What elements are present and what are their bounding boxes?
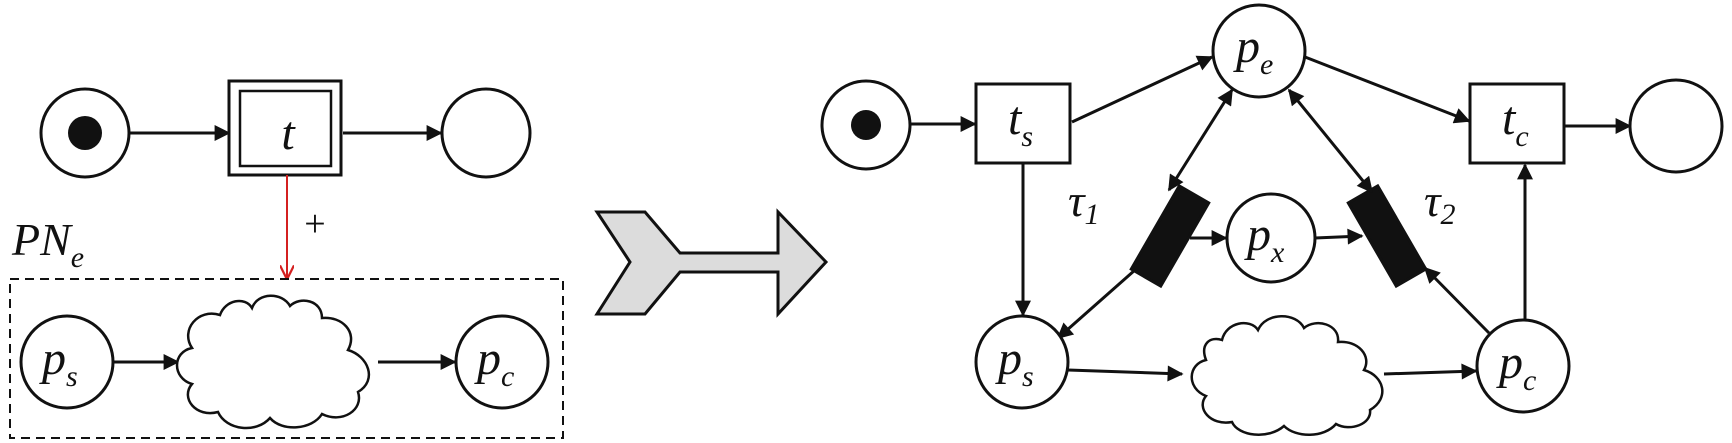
tau2-sub: 2 <box>1440 198 1455 231</box>
transform-chevron-icon <box>594 208 829 318</box>
tc-label: tc <box>1502 92 1529 153</box>
arc-pe-tau2 <box>1287 88 1374 194</box>
px-label: px <box>1244 208 1285 269</box>
arc-px-to-tau2 <box>1314 228 1364 245</box>
transition-t-inner <box>238 89 333 168</box>
left-pc-main: p <box>474 332 501 385</box>
arc-ts-to-pe <box>1071 55 1214 124</box>
right-ps-label: ps <box>995 332 1034 393</box>
ts-label: ts <box>1008 92 1033 153</box>
arc-pe-tau1 <box>1167 88 1234 192</box>
right-ps-sub: s <box>1022 360 1034 393</box>
transition-tau2 <box>1346 183 1428 289</box>
token-icon <box>851 110 881 140</box>
right-ps-main: p <box>995 332 1022 385</box>
left-ps-label: ps <box>39 332 78 393</box>
px-main: p <box>1244 208 1271 261</box>
tau2-main: τ <box>1424 175 1442 226</box>
arc-ps-to-cloud-right <box>1067 365 1184 382</box>
ts-sub: s <box>1021 120 1033 153</box>
arc-pe-to-tc <box>1304 55 1471 124</box>
tc-sub: c <box>1515 120 1528 153</box>
tc-main: t <box>1502 92 1517 145</box>
transition-t-outer <box>227 79 343 177</box>
net-label-main: PN <box>11 214 73 265</box>
tau1-main: τ <box>1068 175 1086 226</box>
right-cloud-icon <box>1190 315 1384 436</box>
right-pc-label: pc <box>1496 336 1536 397</box>
left-pc-sub: c <box>501 360 514 393</box>
subnet-boundary <box>9 278 564 439</box>
pe-sub: e <box>1260 48 1273 81</box>
right-pc-main: p <box>1496 336 1523 389</box>
transition-tc <box>1468 82 1566 165</box>
net-label-sub: e <box>71 241 84 274</box>
arc-tau1-to-ps <box>1056 268 1136 340</box>
transition-t-label: t <box>281 107 296 160</box>
right-end-place <box>1628 78 1724 174</box>
right-place-pe <box>1211 3 1307 99</box>
net-label-pne: PNe <box>11 214 84 274</box>
right-pc-sub: c <box>1523 364 1536 397</box>
pe-label: pe <box>1233 20 1273 81</box>
left-ps-main: p <box>39 332 66 385</box>
right-net <box>820 3 1724 436</box>
tau1-label: τ1 <box>1068 175 1099 231</box>
token-icon <box>68 116 102 150</box>
left-ps-sub: s <box>66 360 78 393</box>
plus-label: + <box>304 203 325 245</box>
ts-main: t <box>1008 92 1023 145</box>
transition-tau1 <box>1129 183 1211 289</box>
arc-cloud-to-pc-right <box>1383 363 1478 380</box>
right-place-ps <box>974 314 1070 410</box>
pe-main: p <box>1233 20 1260 73</box>
left-pc-label: pc <box>474 332 514 393</box>
transition-ts <box>974 82 1072 165</box>
arc-pc-to-tau2 <box>1423 266 1491 335</box>
tau2-label: τ2 <box>1424 175 1455 231</box>
tau1-sub: 1 <box>1084 198 1099 231</box>
left-place-pc <box>454 314 550 410</box>
px-sub: x <box>1270 236 1285 269</box>
left-end-place <box>440 87 532 179</box>
left-net <box>9 79 564 439</box>
right-place-pc <box>1475 318 1571 414</box>
left-cloud-icon <box>175 294 370 430</box>
